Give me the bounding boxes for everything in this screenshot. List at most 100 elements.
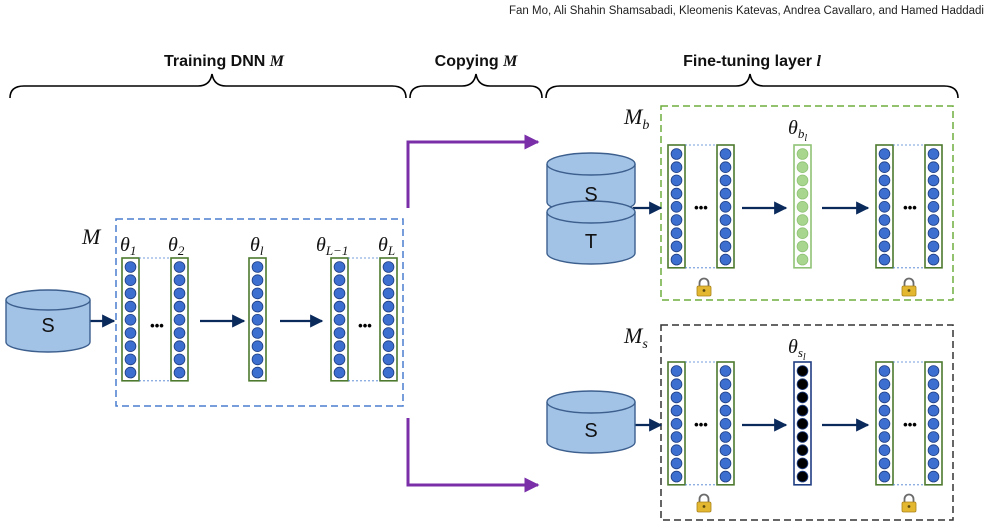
neuron: [173, 274, 186, 287]
neuron: [670, 227, 683, 240]
neuron: [251, 327, 264, 339]
neuron: [927, 417, 940, 430]
lock-icon-ms-left: [696, 493, 712, 513]
neuron: [878, 470, 891, 483]
neuron: [333, 274, 346, 287]
neuron: [333, 353, 346, 366]
neuron: [796, 148, 809, 160]
copy-arrow-to-ms: [406, 418, 540, 493]
neuron: [927, 227, 940, 240]
layer-ms-5: [875, 361, 894, 486]
neuron: [719, 227, 732, 240]
model-ms-label: Ms: [623, 323, 648, 352]
neuron: [251, 340, 264, 353]
brace-copying: [409, 73, 543, 99]
neuron: [719, 253, 732, 266]
dash-m-1: [139, 257, 171, 382]
lock-icon-mb-left: [696, 277, 712, 297]
neuron: [670, 240, 683, 253]
neuron: [173, 353, 186, 366]
database-icon-target-mb: [546, 200, 636, 265]
neuron: [670, 457, 683, 470]
neuron: [251, 353, 264, 366]
neuron: [670, 417, 683, 430]
param-theta-l: θl: [250, 234, 264, 258]
neuron: [124, 300, 137, 313]
ellipsis-mb-1: •••: [694, 200, 708, 215]
brace-finetuning: [545, 73, 959, 99]
param-theta-s-l: θsl: [788, 336, 806, 363]
author-list: Fan Mo, Ali Shahin Shamsabadi, Kleomenis…: [509, 5, 984, 17]
neuron: [796, 187, 809, 200]
neuron: [927, 470, 940, 483]
neuron: [670, 187, 683, 200]
ellipsis-ms-1: •••: [694, 417, 708, 432]
dash-ms-1: [685, 361, 717, 486]
dash-mb-2: [893, 144, 925, 269]
neuron: [670, 444, 683, 457]
neuron: [927, 161, 940, 174]
neuron: [719, 161, 732, 174]
neuron: [382, 287, 395, 300]
neuron: [719, 365, 732, 377]
neuron: [719, 148, 732, 160]
model-m-box: [115, 218, 404, 407]
neuron: [719, 174, 732, 187]
copy-arrow-to-mb: [406, 134, 540, 208]
neuron: [878, 417, 891, 430]
neuron: [878, 148, 891, 160]
neuron: [719, 201, 732, 213]
neuron: [382, 300, 395, 313]
neuron: [333, 327, 346, 339]
neuron: [927, 174, 940, 187]
neuron: [333, 287, 346, 300]
param-theta-L-minus-1: θL−1: [316, 234, 348, 258]
neuron: [927, 148, 940, 160]
neuron: [796, 253, 809, 266]
neuron: [927, 444, 940, 457]
layer-theta-l: [248, 257, 267, 382]
neuron: [382, 261, 395, 273]
neuron: [173, 313, 186, 326]
neuron: [796, 457, 809, 470]
neuron: [927, 404, 940, 417]
neuron: [670, 470, 683, 483]
neuron: [251, 300, 264, 313]
neuron: [796, 214, 809, 226]
neuron: [796, 161, 809, 174]
neuron: [927, 214, 940, 226]
neuron: [670, 391, 683, 404]
neuron: [251, 313, 264, 326]
neuron: [796, 174, 809, 187]
layer-ms-6: [924, 361, 943, 486]
neuron: [796, 201, 809, 213]
neuron: [719, 431, 732, 443]
neuron: [927, 391, 940, 404]
neuron: [878, 404, 891, 417]
neuron: [124, 327, 137, 339]
neuron: [333, 366, 346, 379]
layer-theta-L-minus-1: [330, 257, 349, 382]
neuron: [878, 378, 891, 391]
lock-icon-ms-right: [901, 493, 917, 513]
ellipsis-mb-2: •••: [903, 200, 917, 215]
neuron: [796, 227, 809, 240]
neuron: [670, 214, 683, 226]
layer-theta-b-l: [793, 144, 812, 269]
neuron: [719, 214, 732, 226]
neuron: [878, 161, 891, 174]
neuron: [333, 340, 346, 353]
neuron: [670, 174, 683, 187]
neuron: [796, 417, 809, 430]
neuron: [927, 457, 940, 470]
layer-mb-6: [924, 144, 943, 269]
dataset-label-target-mb: T: [585, 231, 597, 253]
neuron: [878, 444, 891, 457]
neuron: [878, 365, 891, 377]
neuron: [878, 201, 891, 213]
param-theta-1: θ1: [120, 234, 136, 258]
neuron: [796, 391, 809, 404]
layer-theta-2: [170, 257, 189, 382]
neuron: [878, 187, 891, 200]
neuron: [927, 365, 940, 377]
